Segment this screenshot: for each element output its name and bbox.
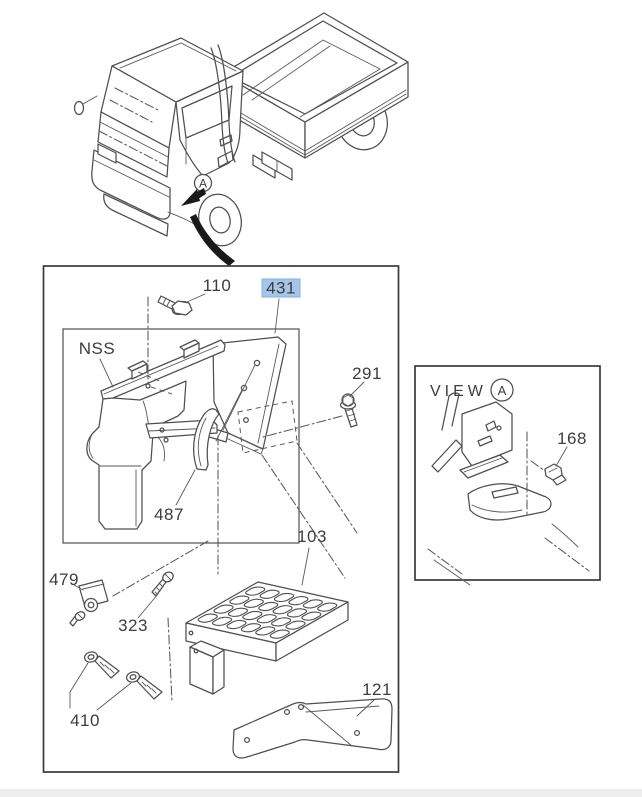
view-a-box: VIEW A <box>414 365 601 586</box>
part-label-487[interactable]: 487 <box>154 505 184 524</box>
svg-text:168: 168 <box>557 429 587 448</box>
part-drawing-121-bracket <box>232 698 393 759</box>
part-label-479[interactable]: 479 <box>49 570 79 589</box>
clip-479-icon <box>69 579 109 627</box>
location-arrow-tail <box>195 188 206 199</box>
leader-431 <box>274 298 280 334</box>
svg-text:NSS: NSS <box>79 339 115 358</box>
leader-479 <box>73 584 84 591</box>
bolt-110-icon <box>157 295 193 316</box>
part-label-168[interactable]: 168 <box>557 429 587 448</box>
leader-410a <box>69 662 89 709</box>
leader-323 <box>137 593 159 619</box>
part-label-nss[interactable]: NSS <box>79 339 115 358</box>
centerline-clip-diagonal <box>112 540 209 597</box>
screw-323-icon <box>151 571 174 597</box>
main-box-frame <box>42 265 400 773</box>
truck-illustration: A <box>73 12 409 266</box>
svg-text:410: 410 <box>70 711 100 730</box>
part-label-121[interactable]: 121 <box>362 680 392 699</box>
sub-assembly-frame <box>62 328 300 544</box>
part-label-410[interactable]: 410 <box>70 711 100 730</box>
svg-text:110: 110 <box>203 276 232 295</box>
svg-text:487: 487 <box>154 505 184 524</box>
centerline-410-vertical <box>167 617 173 703</box>
truck-cab <box>73 37 244 237</box>
view-a-callout-circle: A <box>490 378 514 402</box>
view-a-frame <box>414 365 601 581</box>
part-label-291[interactable]: 291 <box>352 364 382 383</box>
part-drawing-487-strip <box>193 408 220 471</box>
front-wheel-icon <box>198 193 242 247</box>
svg-text:431: 431 <box>266 279 296 298</box>
leader-nss <box>99 358 114 388</box>
svg-text:291: 291 <box>352 364 382 383</box>
screws-410-icon <box>83 651 163 700</box>
centerline-panel-step-2 <box>296 442 358 534</box>
bolt-291-icon <box>339 393 358 428</box>
svg-text:121: 121 <box>362 680 392 699</box>
leader-168 <box>555 446 568 467</box>
truck-callout-letter: A <box>199 177 207 191</box>
truck-bed <box>221 12 409 181</box>
svg-text:323: 323 <box>118 616 148 635</box>
part-drawing-103-step <box>185 581 349 695</box>
part-drawing-nss-liner <box>86 339 226 530</box>
view-a-title: VIEW <box>430 383 487 400</box>
location-arrow-icon <box>181 189 200 206</box>
centerline-panel-step-1 <box>261 454 346 579</box>
view-a-sketch <box>427 392 590 586</box>
svg-text:103: 103 <box>297 527 327 546</box>
part-drawing-431-panel <box>205 336 298 455</box>
part-label-431-selected[interactable]: 431 <box>261 278 301 298</box>
bolt-168-icon <box>544 463 567 486</box>
centerline-291 <box>262 415 343 438</box>
part-label-110[interactable]: 110 <box>203 276 232 295</box>
leader-410b <box>96 682 132 711</box>
leader-121 <box>356 699 375 717</box>
part-label-103[interactable]: 103 <box>297 527 327 546</box>
main-parts-box: 110 431 NSS 291 487 479 323 103 410 121 <box>42 265 400 773</box>
leader-487 <box>175 469 196 506</box>
part-label-323[interactable]: 323 <box>118 616 148 635</box>
view-a-letter: A <box>498 383 507 398</box>
leader-103 <box>301 547 310 586</box>
selection-highlight <box>261 278 301 298</box>
leader-curve-to-detail <box>190 214 235 266</box>
leader-291 <box>349 381 365 397</box>
mirror-icon <box>73 100 85 116</box>
svg-text:479: 479 <box>49 570 79 589</box>
bottom-scroll-area[interactable] <box>0 789 642 797</box>
leader-110 <box>186 293 206 303</box>
